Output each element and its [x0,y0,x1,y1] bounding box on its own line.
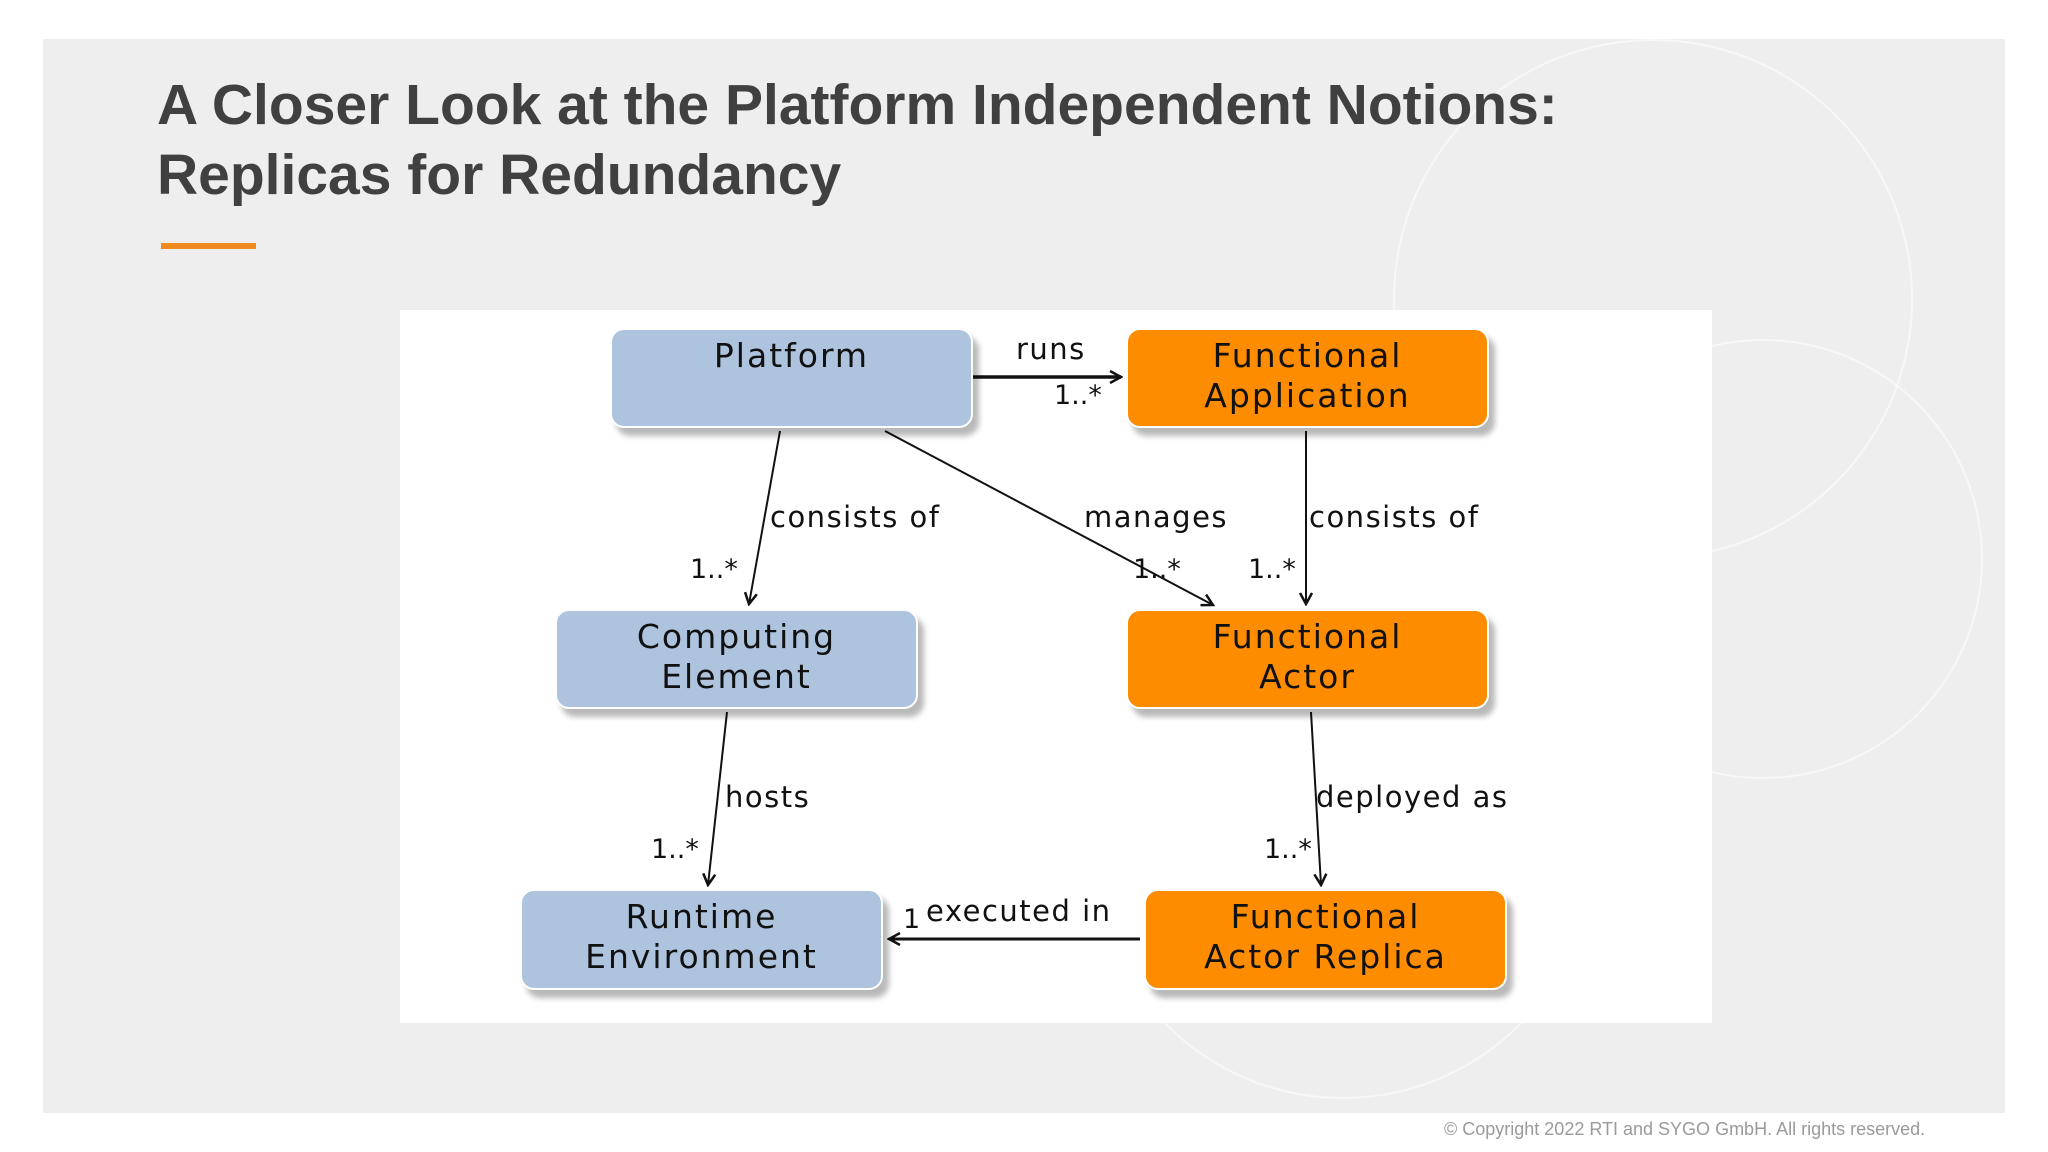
node-label: Environment [585,937,818,976]
edge-label-runs: runs [1016,332,1086,366]
edge-label-consists-of-left: consists of [770,500,941,534]
title-accent-bar [161,243,256,249]
multiplicity-consists-of-left: 1..* [690,554,738,585]
edge-deployed-as [1310,711,1321,885]
edge-label-manages: manages [1084,500,1229,534]
edge-label-consists-of-right: consists of [1309,500,1480,534]
node-label: Functional [1212,336,1403,375]
edge-hosts [708,711,728,885]
multiplicity-deployed-as: 1..* [1264,834,1312,865]
multiplicity-runs: 1..* [1054,380,1102,411]
edge-manages [884,430,1213,605]
node-label: Actor [1259,657,1356,696]
node-functional-application[interactable]: Functional Application [1126,328,1489,428]
node-functional-actor[interactable]: Functional Actor [1126,609,1489,709]
node-label: Functional [1230,897,1421,936]
edge-label-executed-in: executed in [926,894,1112,928]
edge-consists-of-left [749,430,781,604]
copyright-footer: © Copyright 2022 RTI and SYGO GmbH. All … [1444,1119,1926,1139]
node-runtime-environment[interactable]: Runtime Environment [520,889,883,990]
multiplicity-hosts: 1..* [651,834,699,865]
title-line-1: A Closer Look at the Platform Independen… [157,73,1558,137]
node-label: Computing Element [636,617,837,696]
edge-label-hosts: hosts [725,780,811,814]
node-platform[interactable]: Platform [610,328,973,428]
node-label: Runtime [625,897,778,936]
multiplicity-consists-of-right: 1..* [1248,554,1296,585]
diagram-canvas: Platform Functional Application Computin… [400,310,1712,1023]
node-label: Platform [713,336,870,375]
node-functional-actor-replica[interactable]: Functional Actor Replica [1144,889,1507,990]
diagram-edges [400,310,1712,1023]
node-label: Actor Replica [1204,937,1447,976]
slide-title: A Closer Look at the Platform Independen… [157,70,1558,210]
multiplicity-executed-in: 1 [903,904,921,935]
title-line-2: Replicas for Redundancy [157,143,842,207]
edge-label-deployed-as: deployed as [1316,780,1509,814]
node-label: Application [1204,376,1411,415]
node-label: Functional [1212,617,1403,656]
node-computing-element[interactable]: Computing Element [555,609,918,709]
multiplicity-manages: 1..* [1133,554,1181,585]
